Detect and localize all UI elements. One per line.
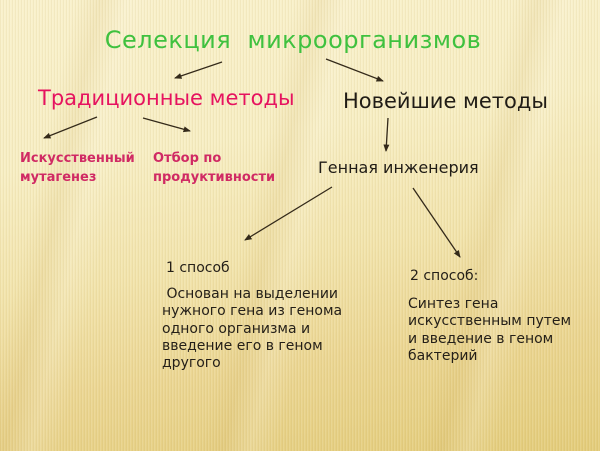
branch-traditional-methods: Традиционные методы — [38, 86, 295, 110]
method2-heading: 2 способ: — [410, 268, 479, 284]
arrow-modern-to-gene-engineering — [383, 117, 390, 152]
method2-description: Синтез гена искусственным путем и введен… — [408, 296, 572, 365]
arrow-title-to-traditional — [174, 61, 223, 79]
arrow-traditional-to-selection — [142, 117, 191, 133]
arrow-gene-engineering-to-method1 — [244, 186, 333, 241]
slide-title: Селекция микроорганизмов — [104, 26, 482, 54]
branch-newest-methods: Новейшие методы — [343, 89, 548, 113]
method1-heading: 1 способ — [166, 260, 230, 276]
node-gene-engineering: Генная инженерия — [318, 158, 479, 177]
arrow-gene-engineering-to-method2 — [412, 187, 461, 258]
arrow-traditional-to-mutagenesis — [43, 116, 98, 139]
node-artificial-mutagenesis: Искусственный мутагенез — [20, 151, 135, 185]
method1-description: Основан на выделении нужного гена из ген… — [162, 286, 343, 372]
node-selection-by-productivity: Отбор по продуктивности — [153, 151, 276, 185]
arrow-title-to-modern — [325, 58, 384, 82]
